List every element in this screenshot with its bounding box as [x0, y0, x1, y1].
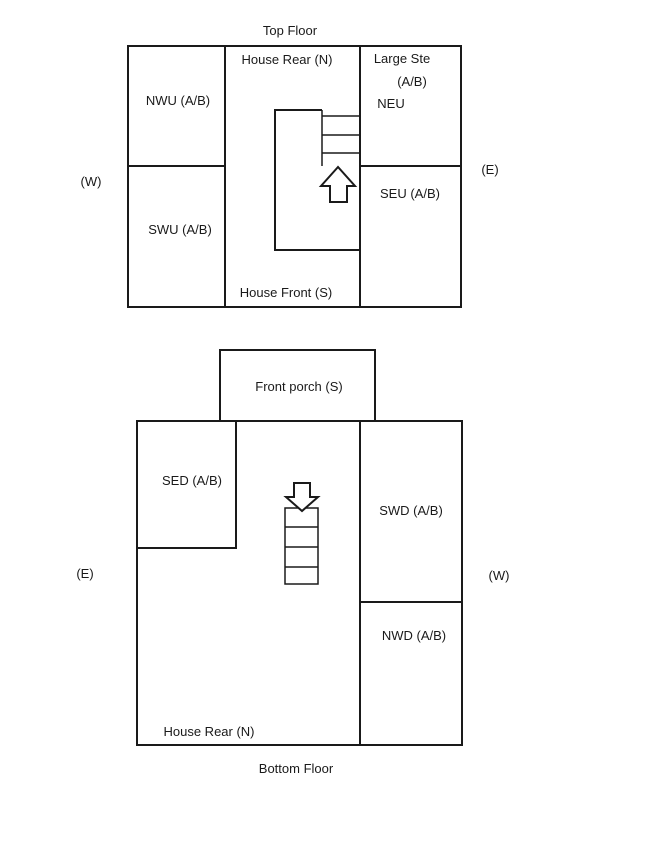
room-large-ste: Large Ste — [374, 51, 430, 66]
bottom-floor-title: Bottom Floor — [259, 761, 334, 776]
compass-east-bottom: (E) — [76, 566, 93, 581]
room-front-porch: Front porch (S) — [255, 379, 342, 394]
sed-room-walls — [137, 421, 237, 549]
top-floor-plan: Top Floor House Rear (N) House Front (S)… — [81, 23, 499, 308]
room-house-rear-top: House Rear (N) — [241, 52, 332, 67]
room-nwd: NWD (A/B) — [382, 628, 446, 643]
bottom-floor-plan: Front porch (S) SED (A/B) SWD (A/B) NWD … — [76, 349, 510, 776]
room-house-rear-bottom: House Rear (N) — [163, 724, 254, 739]
arrow-down-icon — [283, 482, 321, 513]
top-floor-title: Top Floor — [263, 23, 318, 38]
bottom-floor-stairwell — [284, 507, 319, 585]
room-neu: NEU — [377, 96, 404, 111]
room-nwu: NWU (A/B) — [146, 93, 210, 108]
room-swd: SWD (A/B) — [379, 503, 443, 518]
compass-west-top: (W) — [81, 174, 102, 189]
room-large-ste-suffix: (A/B) — [397, 74, 427, 89]
room-swu: SWU (A/B) — [148, 222, 212, 237]
arrow-up-icon — [318, 165, 358, 203]
compass-east-top: (E) — [481, 162, 498, 177]
room-seu: SEU (A/B) — [380, 186, 440, 201]
room-sed: SED (A/B) — [162, 473, 222, 488]
top-floor-stairwell — [274, 109, 360, 251]
room-house-front-top: House Front (S) — [240, 285, 332, 300]
top-floor-outline — [127, 45, 462, 308]
compass-west-bottom: (W) — [489, 568, 510, 583]
bottom-floor-outline — [136, 420, 463, 746]
